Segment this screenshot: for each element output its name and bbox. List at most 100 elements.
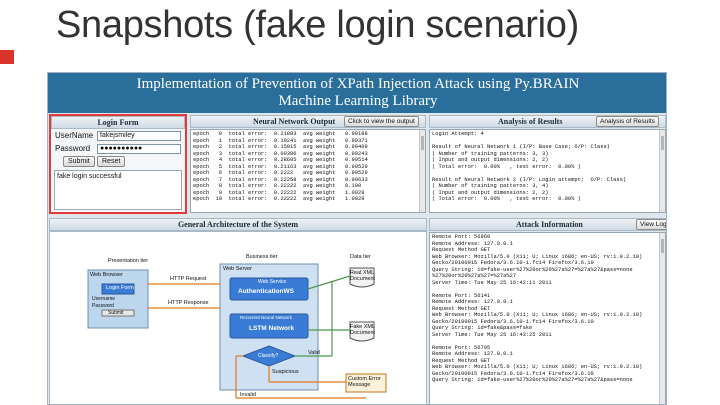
password-diagram-label: Password [92, 303, 114, 309]
nn-output-line: epoch 5 total error: 0.21163 avg weight … [193, 163, 368, 170]
password-label: Password [55, 144, 91, 153]
analysis-line: ( Total error: 0.00% , test error: 0.00%… [432, 196, 581, 202]
banner-title-line2: Machine Learning Library [278, 93, 438, 109]
username-label: UserName [55, 131, 94, 140]
attack-info-line: Query String: id=fake-user%27%20or%20%27… [432, 266, 633, 273]
app-banner: Implementation of Prevention of XPath In… [48, 73, 666, 113]
login-form-block [101, 283, 135, 295]
nn-output-lines: epoch 0 total error: 0.21883 avg weight … [193, 131, 423, 203]
slide-title: Snapshots (fake login scenario) [56, 4, 579, 46]
attack-info-line: Remote Port: 56141 [432, 292, 491, 299]
attack-info-line: Web Browser: Mozilla/5.0 (X11; U; Linux … [432, 312, 643, 318]
architecture-diagram-svg [87, 263, 387, 399]
web-browser-box [87, 269, 149, 329]
attack-info-line: %27%20or%20%27a%27=%27a%27 [432, 273, 517, 279]
fake-xml-doc [349, 321, 375, 342]
analysis-scrollbar[interactable] [659, 130, 665, 212]
nn-output-line: epoch 10 total error: 0.22222 avg weight… [193, 196, 365, 202]
attack-info-line: Gecko/20100915 Fedora/3.6.10-1.fc14 Fire… [432, 370, 594, 377]
attack-info-line: Remote Address: 127.0.0.1 [432, 351, 513, 357]
attack-info-header: Attack Information [429, 218, 666, 231]
attack-info-line: Remote Address: 127.0.0.1 [432, 299, 513, 305]
submit-button[interactable]: Submit [63, 156, 95, 167]
real-xml-label: Real XML Document [350, 270, 376, 282]
app-window: Implementation of Prevention of XPath In… [47, 72, 667, 405]
architecture-diagram: Presentation tier Web Browser Login Form… [49, 231, 427, 404]
business-tier-label: Business tier [246, 254, 278, 260]
attack-info-line: Gecko/20100915 Fedora/3.6.10-1.fc14 Fire… [432, 260, 594, 266]
analysis-line: Login Attempt: 4 [432, 131, 484, 137]
login-form-label: Login Form [106, 285, 134, 291]
submit-block [101, 309, 135, 317]
attack-info-scrollbar[interactable] [659, 233, 665, 404]
nn-output-scrollbar[interactable] [419, 130, 425, 212]
attack-info-line: Remote Address: 127.0.0.1 [432, 240, 513, 247]
login-form-header: Login Form [51, 116, 185, 129]
presentation-tier-label: Presentation tier [108, 258, 149, 264]
view-log-button[interactable]: View Log [636, 219, 666, 230]
attack-info-line: Request Method GET [432, 247, 491, 253]
attack-info-line: Request Method GET [432, 357, 491, 364]
valid-label: Valid [308, 350, 320, 356]
rnn-block [229, 313, 309, 339]
analysis-line: ( Input and output dimensions: 2, 2) [432, 189, 549, 196]
attack-info-line: Query String: id=fake-user%27%20or%20%27… [432, 377, 633, 383]
view-output-button[interactable]: Click to view the output [344, 116, 419, 127]
lstm-network-label: LSTM Network [249, 325, 295, 332]
web-browser-label: Web Browser [90, 272, 123, 278]
nn-output-line: epoch 0 total error: 0.21883 avg weight … [193, 131, 368, 137]
reset-button[interactable]: Reset [97, 156, 126, 167]
rnn-label: Recurrent Neural Network [240, 315, 293, 320]
attack-info-line: Server Time: Tue May 25 16:43:25 2011 [432, 331, 552, 338]
analysis-lines: Login Attempt: 4 Result of Neural Networ… [432, 131, 663, 203]
nn-output-line: epoch 8 total error: 0.22222 avg weight … [193, 183, 362, 189]
real-xml-doc [349, 267, 375, 288]
username-diagram-label: Username [92, 296, 116, 302]
nn-output-line: epoch 6 total error: 0.2222 avg weight 0… [193, 170, 368, 176]
analysis-line: ( Input and output dimensions: 2, 2) [432, 157, 549, 163]
authentication-ws-label: AuthenticationWS [238, 288, 294, 295]
nn-output-line: epoch 2 total error: 0.15015 avg weight … [193, 144, 368, 150]
nn-output-line: epoch 3 total error: 0.09386 avg weight … [193, 150, 368, 157]
fake-xml-label: Fake XML Document [350, 324, 376, 336]
submit-diagram-label: Submit [108, 310, 124, 316]
analysis-line: Result of Neural Network 1 (I/P: Base Ca… [432, 144, 610, 150]
attack-info-line: Web Browser: Mozilla/5.0 (X11; U; Linux … [432, 364, 643, 370]
attack-info-line: Remote Port: 56795 [432, 344, 491, 351]
nn-output-line: epoch 7 total error: 0.22258 avg weight … [193, 176, 368, 183]
attack-info-line: Gecko/20100915 Fedora/3.6.10-1.fc14 Fire… [432, 318, 594, 325]
slide-accent-bar [0, 50, 14, 64]
attack-info-line: Remote Port: 56960 [432, 234, 491, 240]
password-input[interactable]: ●●●●●●●●●● [97, 144, 181, 154]
real-xml-arrow [307, 275, 351, 290]
invalid-label: Invalid [240, 392, 256, 398]
nn-output-line: epoch 1 total error: 0.19241 avg weight … [193, 137, 368, 144]
analysis-line: ( Number of training patterns: 3, 4) [432, 183, 549, 189]
login-message-box: fake login successful [54, 170, 182, 210]
analysis-textarea[interactable]: Login Attempt: 4 Result of Neural Networ… [429, 129, 666, 213]
nn-output-line: epoch 4 total error: 0.28605 avg weight … [193, 157, 368, 163]
http-response-label: HTTP Response [168, 300, 209, 306]
username-input[interactable]: fakejsmiley [97, 131, 181, 141]
banner-title-line1: Implementation of Prevention of XPath In… [136, 76, 580, 92]
suspicious-label: Suspicious [272, 369, 299, 375]
custom-error-label: Custom Error Message [348, 376, 381, 388]
analysis-line: ( Total error: 0.00% , test error: 0.00%… [432, 163, 581, 170]
attack-info-line: Request Method GET [432, 305, 491, 312]
analysis-button[interactable]: Analysis of Results [596, 116, 659, 127]
http-request-label: HTTP Request [170, 276, 207, 282]
attack-info-line: Server Time: Tue May 25 16:42:11 2011 [432, 279, 552, 286]
custom-error-box [345, 373, 387, 393]
nn-output-textarea[interactable]: epoch 0 total error: 0.21883 avg weight … [190, 129, 426, 213]
web-service-label: Web Service [258, 279, 287, 285]
analysis-line: Result of Neural Network 2 (I/P: Login a… [432, 176, 627, 183]
attack-info-line: Query String: id=fake&pass=fake [432, 325, 533, 331]
data-tier-label: Data tier [350, 254, 371, 260]
attack-info-line: Web Browser: Mozilla/5.0 (X11; U; Linux … [432, 253, 643, 260]
nn-output-line: epoch 9 total error: 0.22222 avg weight … [193, 189, 365, 196]
login-form-panel: Login Form UserName fakejsmiley Password… [49, 114, 187, 214]
architecture-header: General Architecture of the System [49, 218, 427, 231]
web-server-label: Web Server [223, 266, 252, 272]
